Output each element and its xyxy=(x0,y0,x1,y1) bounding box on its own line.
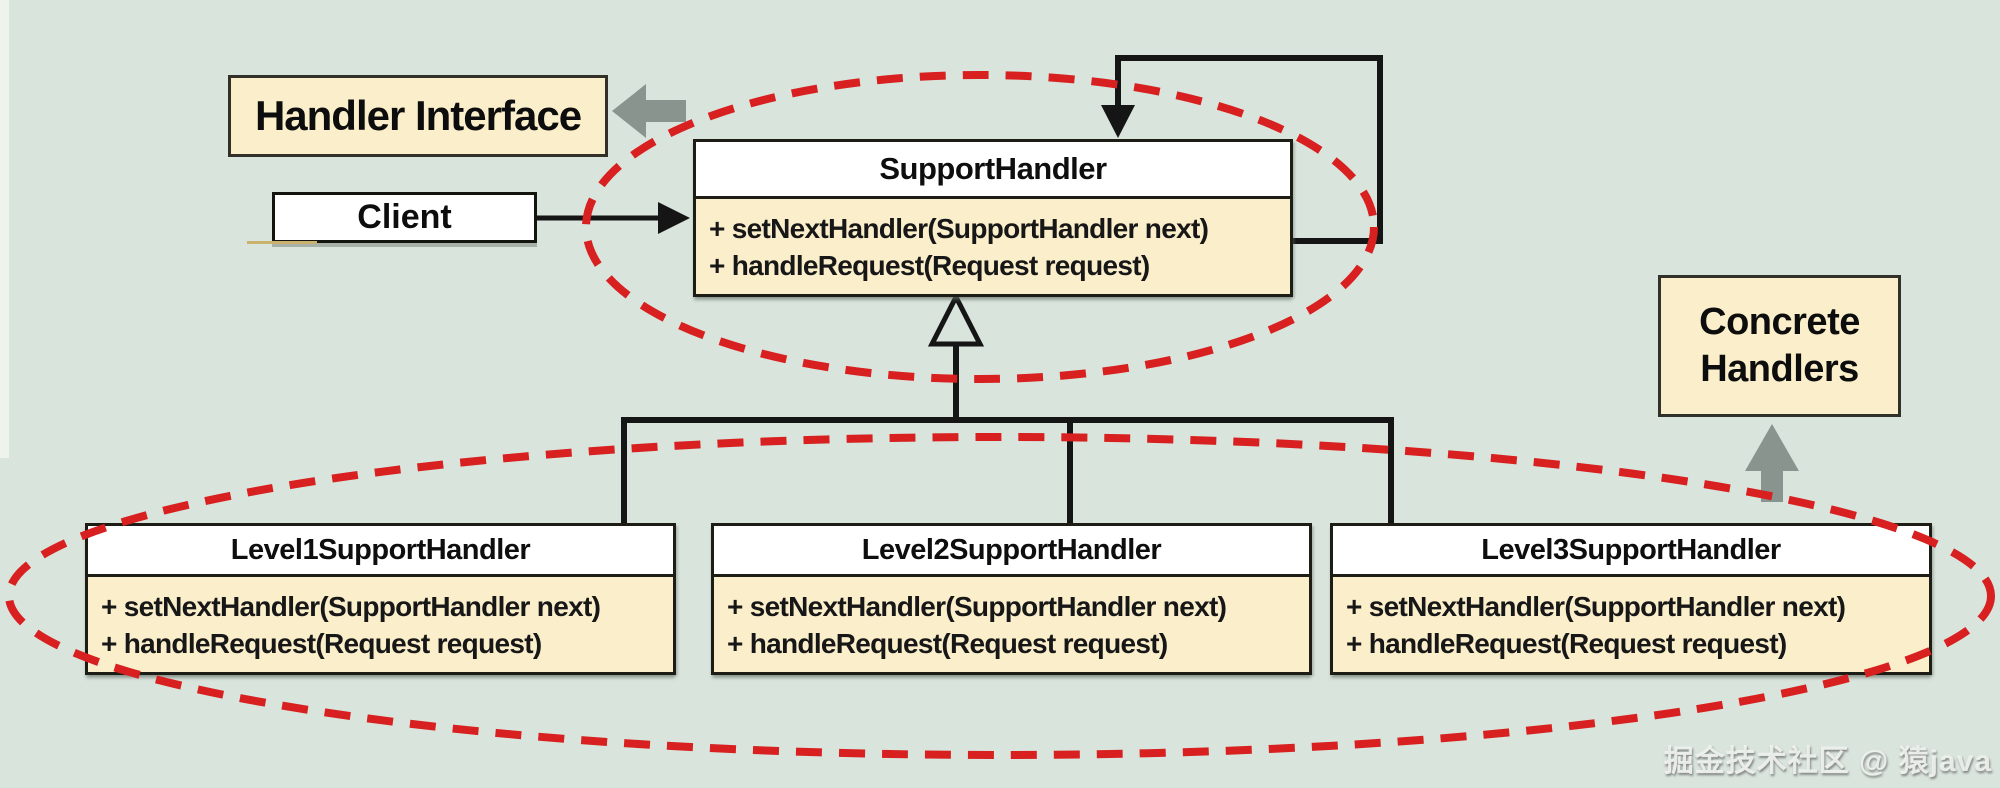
class-level2-title: Level2SupportHandler xyxy=(714,526,1309,577)
pointer-arrow-up-icon xyxy=(1745,424,1799,502)
class-supporthandler-title: SupportHandler xyxy=(696,142,1290,199)
method-setnexthandler: + setNextHandler(SupportHandler next) xyxy=(1346,590,1846,622)
client-arrowhead-icon xyxy=(658,202,690,234)
concrete-handlers-label: Concrete Handlers xyxy=(1658,275,1901,417)
class-level1supporthandler: Level1SupportHandler + setNextHandler(Su… xyxy=(85,523,676,675)
class-level3-title: Level3SupportHandler xyxy=(1333,526,1929,577)
class-level1-methods: + setNextHandler(SupportHandler next) + … xyxy=(88,577,673,672)
method-handlerequest: + handleRequest(Request request) xyxy=(1346,627,1787,659)
concrete-handlers-label-line1: Concrete xyxy=(1699,301,1860,343)
concrete-handlers-label-line2: Handlers xyxy=(1700,348,1859,390)
self-reference-arrowhead-icon xyxy=(1101,105,1135,138)
method-handlerequest: + handleRequest(Request request) xyxy=(101,627,542,659)
class-supporthandler: SupportHandler + setNextHandler(SupportH… xyxy=(693,139,1293,297)
class-level3-methods: + setNextHandler(SupportHandler next) + … xyxy=(1333,577,1929,672)
inheritance-triangle-icon xyxy=(927,291,985,347)
class-level2-methods: + setNextHandler(SupportHandler next) + … xyxy=(714,577,1309,672)
page-edge-strip xyxy=(0,0,9,458)
method-handlerequest: + handleRequest(Request request) xyxy=(709,249,1150,281)
method-setnexthandler: + setNextHandler(SupportHandler next) xyxy=(709,212,1209,244)
class-level2supporthandler: Level2SupportHandler + setNextHandler(Su… xyxy=(711,523,1312,675)
class-level1-title: Level1SupportHandler xyxy=(88,526,673,577)
method-handlerequest: + handleRequest(Request request) xyxy=(727,627,1168,659)
handler-interface-label: Handler Interface xyxy=(228,75,608,157)
class-level3supporthandler: Level3SupportHandler + setNextHandler(Su… xyxy=(1330,523,1932,675)
class-supporthandler-methods: + setNextHandler(SupportHandler next) + … xyxy=(696,199,1290,294)
watermark-text: 掘金技术社区 @ 猿java xyxy=(1663,745,1992,778)
pointer-arrow-left-icon xyxy=(612,84,686,138)
method-setnexthandler: + setNextHandler(SupportHandler next) xyxy=(727,590,1227,622)
client-underline-mark xyxy=(247,241,317,244)
method-setnexthandler: + setNextHandler(SupportHandler next) xyxy=(101,590,601,622)
client-class-box: Client xyxy=(272,192,537,243)
